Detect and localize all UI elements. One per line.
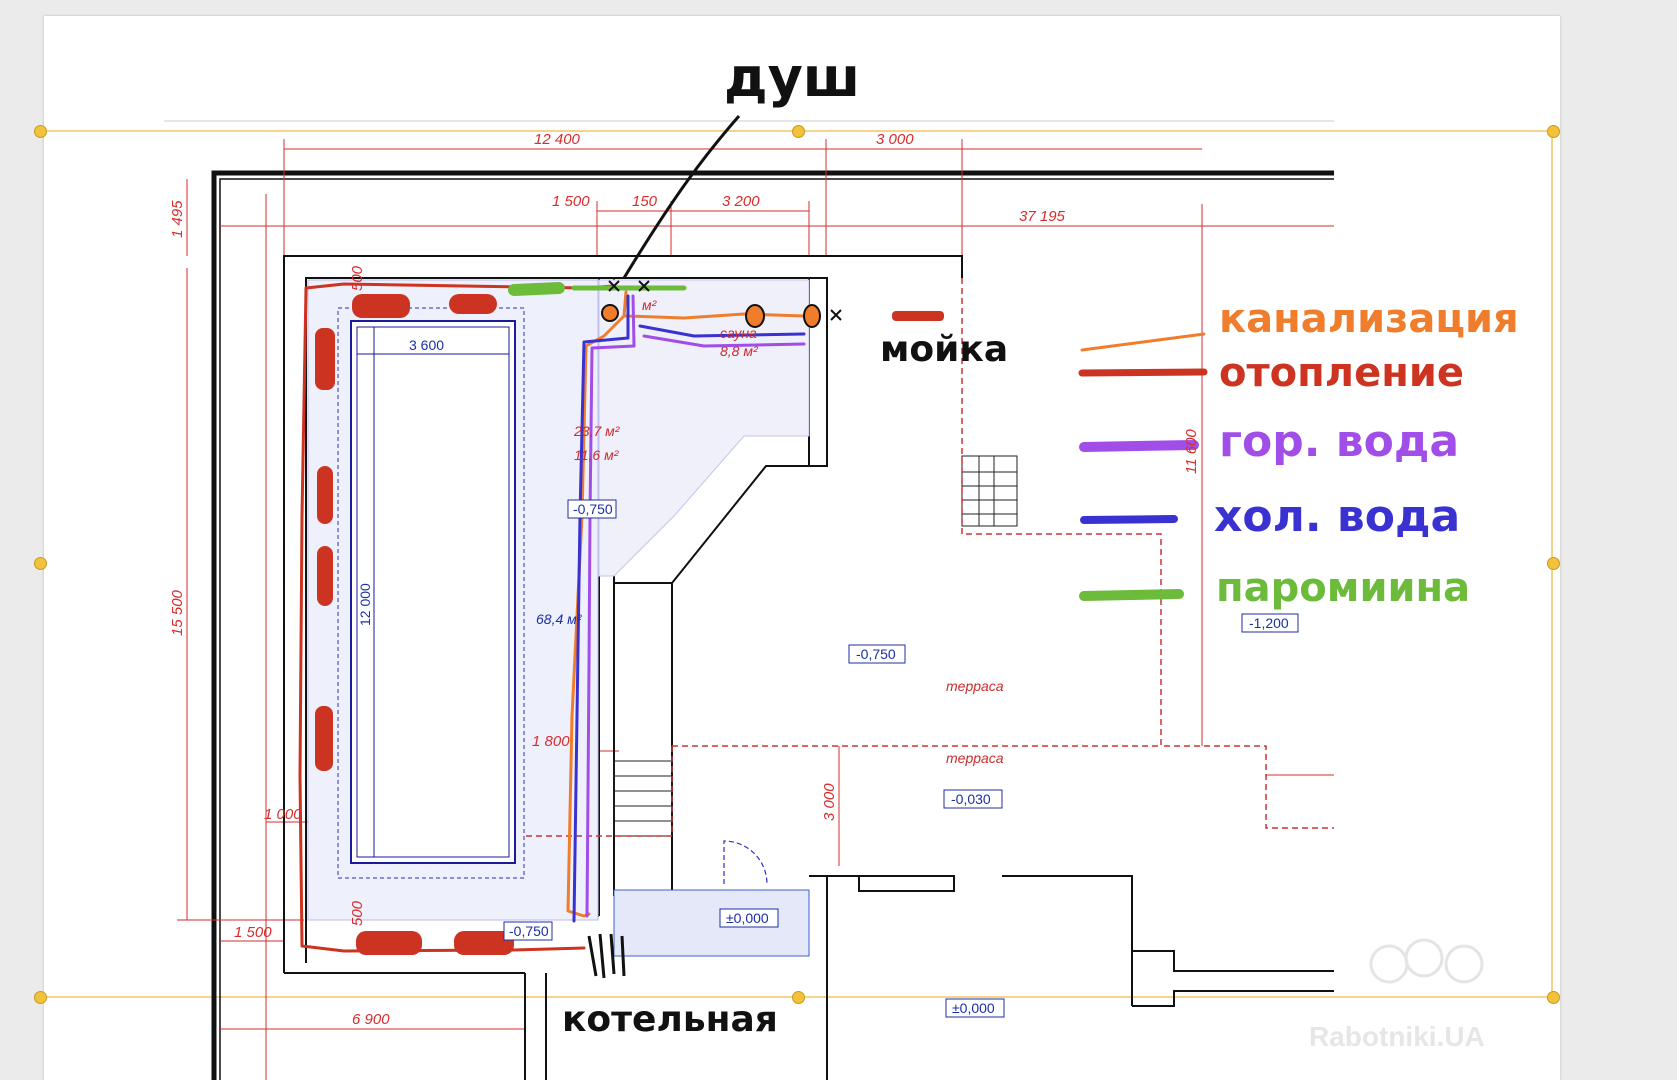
dim-1500-left: 1 500 xyxy=(234,924,272,941)
watermark-text: Rabotniki.UA xyxy=(1309,1021,1485,1052)
sauna-label: сауна xyxy=(720,325,757,341)
dim-3600: 3 600 xyxy=(409,337,444,353)
legend-label-sewer: канализация xyxy=(1219,296,1519,342)
terrace-boundary xyxy=(525,278,1334,837)
hot-water-pipe xyxy=(585,294,636,918)
legend-swatch-cold-water xyxy=(1080,515,1178,524)
resize-handle-bottom-right[interactable] xyxy=(1547,991,1560,1004)
sauna-area: 8,8 м² xyxy=(720,343,759,359)
legend-swatch-heating xyxy=(1078,368,1208,377)
area-23-7: 23,7 м² xyxy=(573,423,621,439)
dim-11600: 11 600 xyxy=(1183,429,1200,474)
dim-3000-side: 3 000 xyxy=(821,783,838,821)
dim-150: 150 xyxy=(632,193,658,210)
shower-annotation: душ xyxy=(724,46,860,109)
legend-swatch-steam xyxy=(1079,589,1184,601)
terrace-label-1: терраса xyxy=(946,678,1004,694)
resize-handle-top-middle[interactable] xyxy=(792,125,805,138)
dim-1000: 1 000 xyxy=(264,806,302,823)
resize-handle-bottom-middle[interactable] xyxy=(792,991,805,1004)
dim-12000: 12 000 xyxy=(357,583,373,626)
boiler-room-annotation: котельная xyxy=(562,999,778,1040)
stairs-top xyxy=(961,455,1018,527)
radiators xyxy=(315,294,944,955)
entry-zone xyxy=(613,889,810,957)
legend-label-cold-water: хол. вода xyxy=(1214,491,1460,542)
level-terrace-lower: -0,030 xyxy=(951,791,991,807)
door-swing xyxy=(723,840,768,885)
sink-annotation: мойка xyxy=(880,329,1008,370)
legend-label-hot-water: гор. вода xyxy=(1219,416,1459,467)
level-entry: ±0,000 xyxy=(726,910,769,926)
cold-water-pipe xyxy=(572,294,630,923)
area-68-4: 68,4 м² xyxy=(536,611,583,627)
pool-outline-outer xyxy=(337,307,525,879)
resize-handle-middle-left[interactable] xyxy=(34,557,47,570)
selection-frame[interactable] xyxy=(44,130,1553,998)
dim-1495: 1 495 xyxy=(169,200,186,238)
dim-1800: 1 800 xyxy=(532,733,570,750)
resize-handle-top-right[interactable] xyxy=(1547,125,1560,138)
dim-15500: 15 500 xyxy=(169,589,186,636)
dim-3200: 3 200 xyxy=(722,193,760,210)
legend-swatches xyxy=(1078,332,1208,601)
watermark: Rabotniki.UA xyxy=(1309,938,1485,1052)
floor-plan: 12 400 3 000 1 500 150 3 200 37 195 1 49… xyxy=(44,46,1553,1080)
terrace-label-2: терраса xyxy=(946,750,1004,766)
level-pool-deck: -0,750 xyxy=(573,501,613,517)
level-pool-bottom: -0,750 xyxy=(509,923,549,939)
resize-handle-bottom-left[interactable] xyxy=(34,991,47,1004)
dim-500-top: 500 xyxy=(349,265,366,291)
resize-handle-middle-right[interactable] xyxy=(1547,557,1560,570)
legend-label-heating: отопление xyxy=(1219,350,1464,396)
stairs-mid xyxy=(613,760,673,837)
area-11-6: 11,6 м² xyxy=(574,447,620,463)
legend-swatch-sewer xyxy=(1080,332,1206,352)
steam-pipe xyxy=(508,282,565,296)
dim-1500-top: 1 500 xyxy=(552,193,590,210)
dim-500-bottom: 500 xyxy=(349,900,366,926)
level-right: -1,200 xyxy=(1249,615,1289,631)
legend-swatch-hot-water xyxy=(1079,440,1199,452)
sauna-zone xyxy=(598,279,810,577)
level-marks: -0,750 -0,750 -0,750 -1,200 -0,030 ±0,00… xyxy=(503,499,1299,1018)
shower-area: м² xyxy=(642,297,658,313)
level-terrace-mid: -0,750 xyxy=(856,646,896,662)
dim-12400: 12 400 xyxy=(534,131,581,148)
fixtures xyxy=(587,115,842,979)
dimension-lines xyxy=(177,139,1334,1080)
level-house: ±0,000 xyxy=(952,1000,995,1016)
site-boundary xyxy=(211,170,1334,1080)
pool xyxy=(350,320,516,864)
drawing-page: 12 400 3 000 1 500 150 3 200 37 195 1 49… xyxy=(34,16,1560,1080)
resize-handle-top-left[interactable] xyxy=(34,125,47,138)
dim-3000-top: 3 000 xyxy=(876,131,914,148)
dim-6900: 6 900 xyxy=(352,1011,390,1028)
legend-label-steam: паромиина xyxy=(1216,565,1470,611)
dim-37195: 37 195 xyxy=(1019,208,1066,225)
